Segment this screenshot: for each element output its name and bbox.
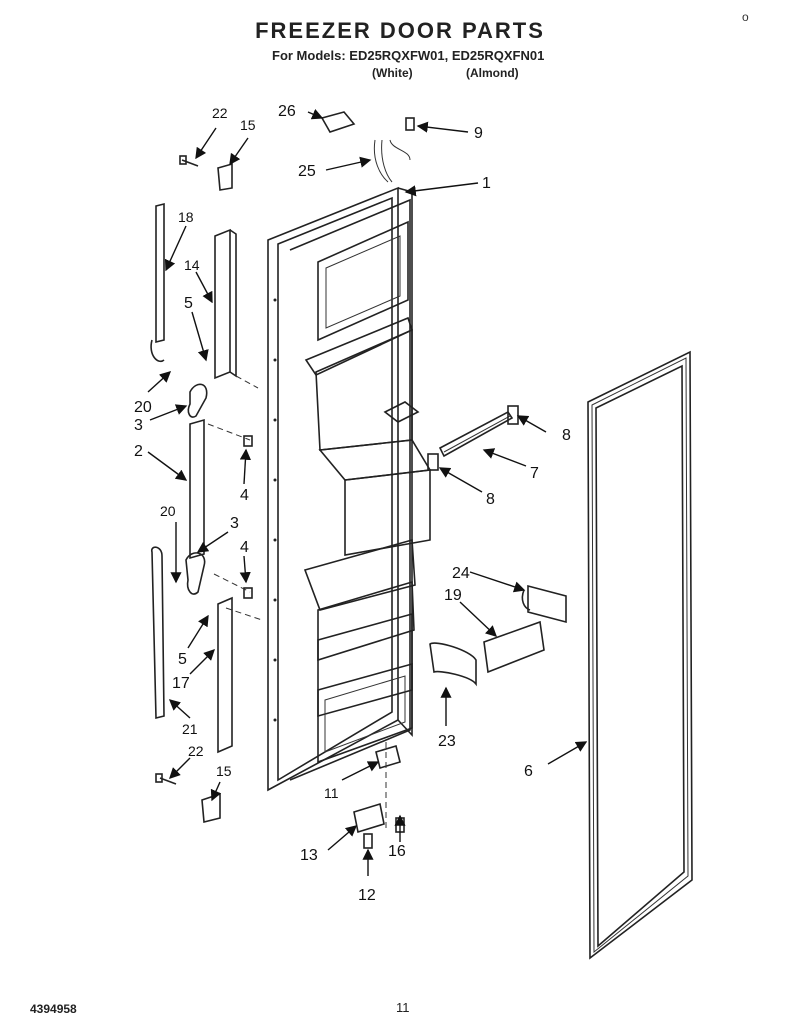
callout-25: 25 [298,163,316,180]
callout-16: 16 [388,843,406,860]
callout-22-lower: 22 [188,743,204,759]
variant-white: (White) [372,66,413,80]
callout-26: 26 [278,103,296,120]
callout-5-upper: 5 [184,295,193,312]
callout-17: 17 [172,675,190,692]
model-numbers: For Models: ED25RQXFW01, ED25RQXFN01 [272,48,545,63]
callout-20-upper: 20 [134,399,152,416]
callout-5-lower: 5 [178,651,187,668]
callout-6: 6 [524,763,533,780]
page-number: 11 [396,1000,410,1015]
trim-parts-left [150,155,263,824]
callout-12: 12 [358,887,376,904]
callout-22-upper: 22 [212,105,228,121]
callout-11: 11 [324,785,339,801]
callout-23: 23 [438,733,456,750]
callout-labels: 1 2 3 3 4 4 5 5 6 7 8 8 9 11 12 13 14 15… [134,103,571,904]
callout-13: 13 [300,847,318,864]
callout-8-lower: 8 [486,491,495,508]
callout-3-upper: 3 [134,417,143,434]
variant-almond: (Almond) [466,66,519,80]
callout-4-lower: 4 [240,539,249,556]
callout-7: 7 [530,465,539,482]
callout-20-lower: 20 [160,503,176,519]
callout-15-lower: 15 [216,763,232,779]
callout-18: 18 [178,209,194,225]
callout-1: 1 [482,175,491,192]
callout-24: 24 [452,565,470,582]
callout-3-lower: 3 [230,515,239,532]
document-number: 4394958 [30,1002,77,1016]
callout-14: 14 [184,257,200,273]
callout-8-upper: 8 [562,427,571,444]
callout-15-upper: 15 [240,117,256,133]
callout-2: 2 [134,443,143,460]
page-title: FREEZER DOOR PARTS [255,18,545,43]
callout-arrows [147,108,588,876]
callout-9: 9 [474,125,483,142]
callout-21: 21 [182,721,198,737]
callout-19: 19 [444,587,462,604]
corner-mark: o [742,10,749,24]
door-gasket [587,350,693,960]
door-liner-assembly [267,139,432,792]
callout-4-upper: 4 [240,487,249,504]
